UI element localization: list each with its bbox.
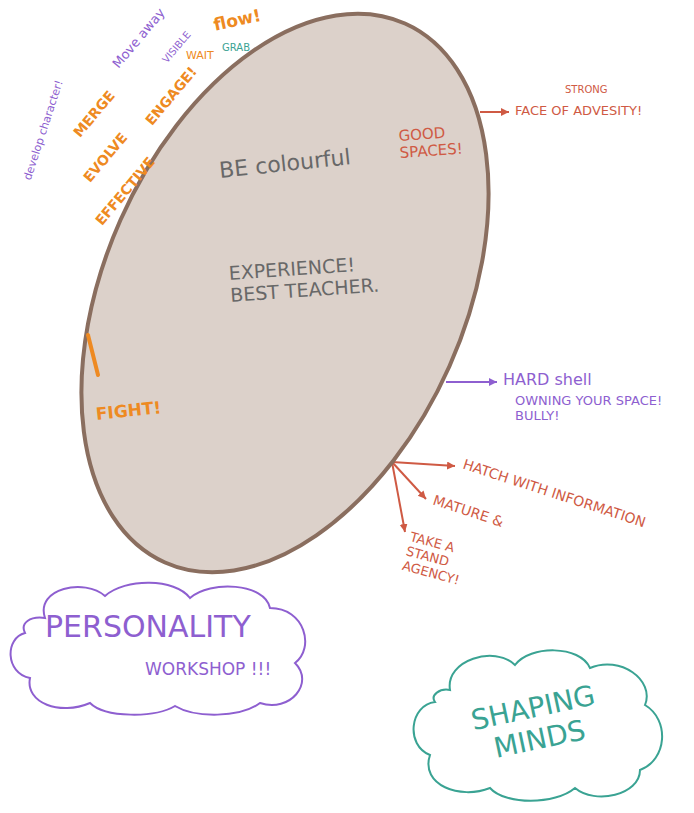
leader-arrow [392, 462, 405, 532]
note-label: EVOLVE [80, 129, 131, 185]
cloud-outline [11, 583, 306, 715]
node-heading: PERSONALITY [45, 610, 251, 645]
orange-stroke [88, 335, 98, 375]
thought-cloud: PERSONALITY WORKSHOP !!! [5, 578, 315, 718]
note-label: develop character! [22, 79, 66, 182]
note-label: Move away [110, 6, 169, 72]
shape-outline [5, 578, 315, 718]
cloud-outline [414, 650, 663, 800]
egg-outline [1, 0, 570, 636]
note-label: WAIT [186, 50, 214, 63]
note-label: STRONG [565, 84, 608, 96]
note-label: GRAB [222, 42, 250, 54]
note-label: FACE OF ADVESITY! [515, 104, 642, 119]
node-text: WORKSHOP !!! [145, 660, 271, 680]
note-label: MERGE [70, 88, 118, 141]
leader-arrow [446, 381, 497, 383]
leader-arrow [480, 111, 509, 113]
note-label: HARD shell [503, 371, 592, 389]
note-label: OWNING YOUR SPACE! BULLY! [515, 394, 680, 424]
leader-arrow [392, 462, 455, 466]
note-label: MATURE & [431, 492, 506, 530]
note-label: flow! [212, 6, 263, 35]
note-label: TAKE A STAND AGENCY! [400, 530, 489, 594]
node-heading: SHAPING MINDS [444, 675, 629, 774]
node-text: GOOD SPACES! [398, 122, 485, 162]
thought-cloud: SHAPING MINDS [405, 640, 667, 805]
